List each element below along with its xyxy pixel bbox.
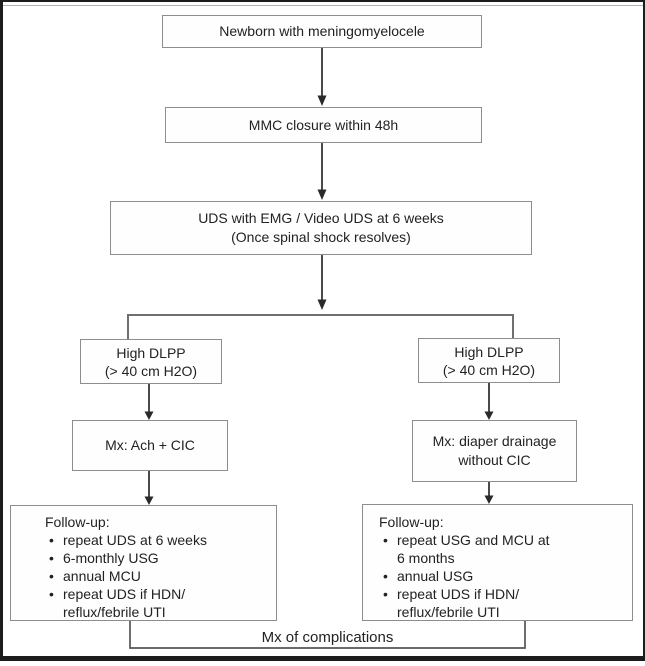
list-item: annual USG (379, 567, 628, 585)
node-mx-diaper-drainage: Mx: diaper drainage without CIC (412, 420, 577, 482)
node-followup-right: Follow-up: repeat USG and MCU at 6 month… (362, 504, 633, 621)
list-item: repeat USG and MCU at 6 months (379, 531, 628, 567)
list-item: repeat UDS if HDN/ reflux/febrile UTI (45, 585, 272, 621)
node-mx-ach-cic: Mx: Ach + CIC (72, 420, 228, 471)
list-item: repeat UDS at 6 weeks (45, 531, 272, 549)
node-high-dlpp-right: High DLPP (> 40 cm H2O) (418, 338, 560, 383)
mx-of-complications-label: Mx of complications (261, 629, 394, 646)
followup-left-heading: Follow-up: (45, 514, 110, 530)
complications-bracket (129, 621, 526, 649)
node-followup-left: Follow-up: repeat UDS at 6 weeks 6-month… (10, 505, 277, 621)
followup-left-list: repeat UDS at 6 weeks 6-monthly USG annu… (45, 531, 272, 621)
list-item: annual MCU (45, 567, 272, 585)
node-mmc-closure: MMC closure within 48h (165, 107, 482, 143)
arrowhead-newborn-to-mmc (317, 95, 327, 106)
arrowhead-uds-to-branch (317, 299, 327, 310)
node-high-dlpp-left: High DLPP (> 40 cm H2O) (80, 339, 222, 384)
arrowhead-mx-right-to-followup-right (484, 495, 494, 504)
node-newborn: Newborn with meningomyelocele (162, 15, 482, 48)
node-uds-emg: UDS with EMG / Video UDS at 6 weeks (Onc… (110, 201, 532, 255)
followup-right-list: repeat USG and MCU at 6 months annual US… (379, 531, 628, 621)
arrowhead-mx-left-to-followup-left (144, 496, 154, 505)
figure-top-rule (3, 5, 643, 6)
arrowhead-mmc-to-uds (317, 189, 327, 200)
list-item: 6-monthly USG (45, 549, 272, 567)
arrowhead-dlpp-left-to-mx-left (144, 411, 154, 420)
arrowhead-dlpp-right-to-mx-right (484, 411, 494, 420)
list-item: repeat UDS if HDN/ reflux/febrile UTI (379, 585, 628, 621)
branch-line (127, 314, 514, 339)
followup-right-heading: Follow-up: (379, 514, 444, 530)
